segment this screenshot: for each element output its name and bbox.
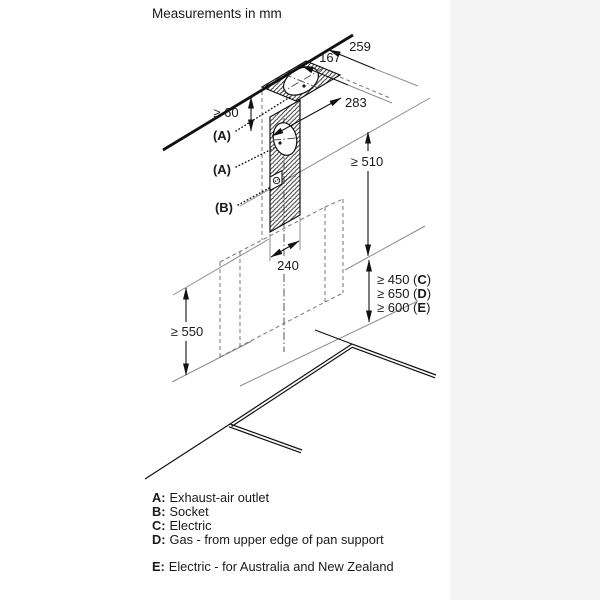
- cooktop-front-inner: [228, 426, 302, 454]
- dim-ceiling-cutout-line: [271, 97, 342, 137]
- hood-lower-edge-reference-line: [344, 225, 426, 271]
- leader-a2: [235, 147, 275, 168]
- hood-bottom-reference-line: [171, 340, 253, 383]
- worktop-back-extension: [314, 329, 353, 345]
- outer-depth-extension: [374, 68, 419, 87]
- dim-duct-width-line: [270, 240, 300, 258]
- socket-pin-2: [277, 179, 279, 181]
- legend-text-a: Exhaust-air outlet: [169, 490, 270, 505]
- dim-label-60: ≥ 60: [213, 105, 238, 120]
- socket-outlet-circle: [272, 176, 281, 185]
- legend-row-a: A:Exhaust-air outlet: [152, 491, 394, 505]
- page-title: Measurements in mm: [152, 6, 282, 21]
- cooktop-outer-edge: [229, 343, 437, 425]
- legend-text-c: Electric: [169, 518, 212, 533]
- canopy-top-edge: [219, 206, 326, 263]
- clearance-label-e: ≥ 600 (E): [377, 300, 430, 315]
- dim-label-550: ≥ 550: [171, 324, 203, 339]
- mounting-top-reference-line: [239, 97, 431, 207]
- legend-row-c: C:Electric: [152, 519, 394, 533]
- hood-dashed-outline: [219, 76, 391, 358]
- ceiling-outlet-center-dot: [302, 84, 306, 88]
- legend-key-c: C:: [152, 518, 166, 533]
- callout-labels: (A) (A) (B): [213, 128, 233, 215]
- callout-b: (B): [215, 200, 233, 215]
- legend-text-e: Electric - for Australia and New Zealand: [168, 559, 394, 574]
- callout-a1: (A): [213, 128, 231, 143]
- leader-b: [237, 186, 272, 206]
- cooktop-level-reference-line: [239, 300, 419, 387]
- canopy-top-connector: [324, 198, 344, 208]
- legend-text-d: Gas - from upper edge of pan support: [169, 532, 384, 547]
- legend-row-e: E:Electric - for Australia and New Zeala…: [152, 560, 394, 574]
- ceiling-outlet-cutout: [260, 60, 342, 102]
- wall-outlet-axis: [272, 137, 298, 141]
- legend-row-b: B:Socket: [152, 505, 394, 519]
- legend-text-b: Socket: [169, 504, 209, 519]
- dim-label-240: 240: [277, 258, 299, 273]
- canopy-bottom-edge: [219, 301, 326, 358]
- legend-key-e: E:: [152, 559, 165, 574]
- legend-key-d: D:: [152, 532, 166, 547]
- legend-key-b: B:: [152, 504, 166, 519]
- clearance-label-c: ≥ 450 (C): [377, 272, 431, 287]
- callout-leaders: [235, 96, 291, 206]
- dim-label-283: 283: [345, 95, 367, 110]
- dim-label-259: 259: [349, 39, 371, 54]
- wall-mount-area: [269, 98, 301, 234]
- dimension-labels: 259 167 283 ≥ 60 ≥ 510 240 ≥ 550 ≥ 450 (…: [171, 39, 431, 339]
- inner-depth-extension: [347, 84, 393, 104]
- cooktop-inner-edge: [231, 346, 436, 428]
- cooktop-front-outer: [229, 423, 303, 451]
- socket-pin-1: [274, 180, 277, 182]
- dim-label-167: 167: [319, 50, 341, 65]
- worktop-edge-extension: [144, 423, 231, 480]
- wall-top-edge-line: [162, 33, 354, 152]
- ceiling-cutout-projection: [339, 76, 391, 99]
- dim-inner-depth-line: [301, 65, 349, 86]
- callout-a2: (A): [213, 162, 231, 177]
- ceiling-outlet-axis-2: [283, 73, 319, 89]
- leader-a1: [235, 96, 291, 132]
- right-letterbox-panel: [450, 0, 600, 600]
- cooktop-outline: [144, 329, 437, 480]
- dim-label-510: ≥ 510: [351, 154, 383, 169]
- hood-top-reference-line: [172, 238, 270, 296]
- legend-row-d: D:Gas - from upper edge of pan support: [152, 533, 394, 547]
- legend: A:Exhaust-air outlet B:Socket C:Electric…: [152, 491, 394, 574]
- wall-outlet-center-dot: [278, 141, 282, 145]
- reference-lines: [171, 68, 431, 387]
- dimension-lines: [183, 49, 376, 376]
- legend-key-a: A:: [152, 490, 166, 505]
- canopy-bottom-connector: [324, 292, 344, 303]
- dim-outer-depth-line: [328, 49, 376, 70]
- wall-hatch-area: [269, 98, 301, 234]
- clearance-label-d: ≥ 650 (D): [377, 286, 431, 301]
